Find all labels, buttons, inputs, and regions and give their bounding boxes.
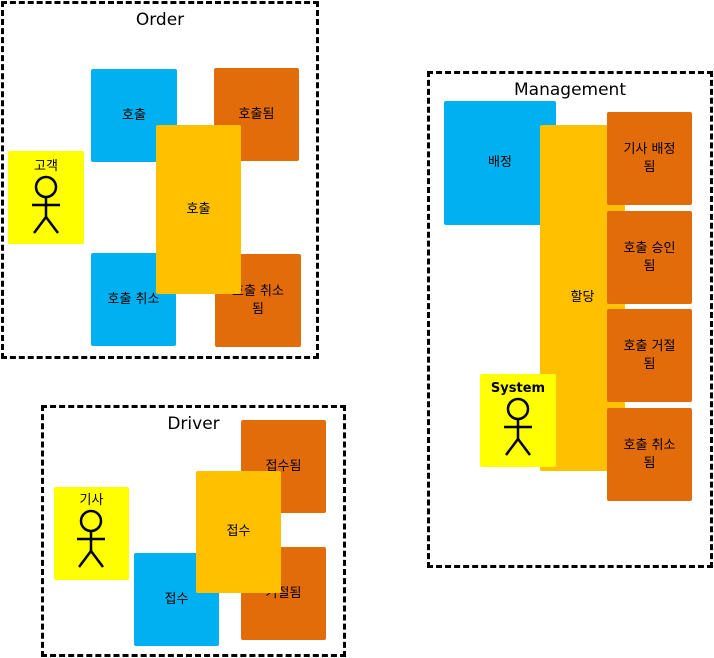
driver-accepted-event-label: 접수됨 [265, 458, 302, 474]
management-call-cancelled-event[interactable]: 호출 취소 됨 [607, 408, 692, 501]
management-system-actor-label: System [490, 381, 546, 396]
management-dispatch-command-label: 배정 [488, 155, 512, 170]
order-call-aggregate[interactable]: 호출 [156, 125, 241, 294]
order-cancel-command-label: 호출 취소 [107, 291, 160, 307]
order-call-aggregate-label: 호출 [186, 201, 211, 217]
stick-figure-icon [32, 175, 60, 234]
management-context-title: Management [514, 80, 626, 100]
order-customer-actor[interactable]: 고객 [8, 151, 84, 244]
driver-actor-label: 기사 [79, 493, 104, 508]
order-context: Order [1, 1, 319, 359]
management-call-approved-event-label: 호출 승인 됨 [623, 240, 676, 274]
management-assign-aggregate-label: 할당 [570, 290, 595, 305]
management-call-cancelled-event-label: 호출 취소 됨 [623, 437, 676, 471]
driver-actor[interactable]: 기사 [54, 487, 129, 580]
driver-accept-aggregate-label: 접수 [226, 524, 251, 539]
order-cancelled-event[interactable]: 호출 취소 됨 [215, 254, 301, 347]
stick-figure-icon [504, 397, 532, 456]
management-driver-assigned-event[interactable]: 기사 배정 됨 [607, 112, 692, 205]
management-system-actor[interactable]: System [480, 374, 556, 467]
order-context-title: Order [135, 10, 185, 30]
management-call-approved-event[interactable]: 호출 승인 됨 [607, 211, 692, 304]
order-customer-actor-label: 고객 [34, 159, 58, 174]
management-call-rejected-event[interactable]: 호출 거절 됨 [607, 309, 692, 402]
management-context: Management [427, 71, 713, 568]
stick-figure-icon [77, 509, 105, 568]
driver-accept-aggregate[interactable]: 접수 [196, 471, 281, 593]
driver-accept-command-label: 접수 [164, 591, 189, 607]
driver-context-title: Driver [167, 414, 220, 434]
driver-context: Driver [41, 405, 346, 657]
management-driver-assigned-event-label: 기사 배정 됨 [623, 141, 676, 175]
order-called-event-label: 호출됨 [238, 106, 275, 122]
order-call-command-label: 호출 [122, 107, 146, 123]
management-dispatch-command[interactable]: 배정 [444, 101, 556, 225]
management-call-rejected-event-label: 호출 거절 됨 [623, 338, 676, 372]
